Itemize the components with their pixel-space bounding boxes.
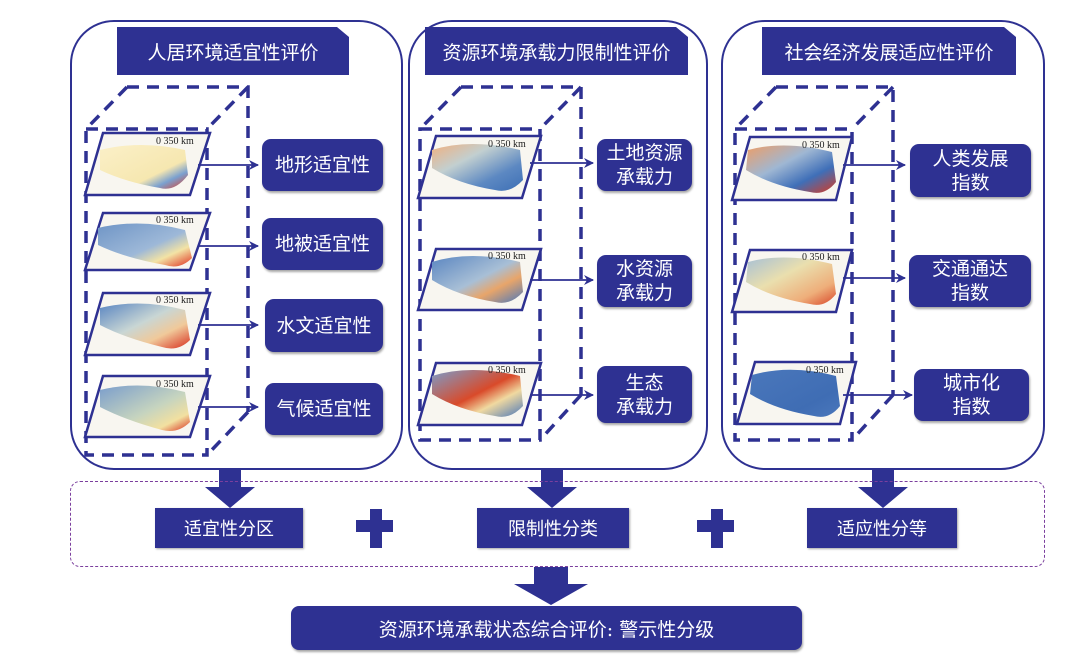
indicator-water-resource-capacity: 水资源 承载力 <box>597 255 692 307</box>
indicator-human-development-index: 人类发展 指数 <box>910 144 1031 197</box>
down-arrows <box>205 468 908 605</box>
panel-title-socioeconomic: 社会经济发展适应性评价 <box>762 27 1016 75</box>
indicator-traffic-accessibility-index: 交通通达 指数 <box>909 255 1031 307</box>
map-scale-label: 0 350 km <box>156 379 194 390</box>
map-water-resource-capacity <box>416 247 543 312</box>
map-scale-label: 0 350 km <box>488 139 526 150</box>
map-scale-label: 0 350 km <box>806 365 844 376</box>
plus-signs <box>356 509 734 548</box>
indicator-urbanization-index: 城市化 指数 <box>914 369 1029 421</box>
indicator-ecological-capacity: 生态 承载力 <box>597 366 692 423</box>
map-scale-label: 0 350 km <box>488 251 526 262</box>
panel-title-resource-capacity: 资源环境承载力限制性评价 <box>425 27 688 75</box>
indicator-climate-suitability: 气候适宜性 <box>265 383 383 435</box>
map-urbanization-index <box>735 360 858 426</box>
indicator-hydrology-suitability: 水文适宜性 <box>265 299 383 352</box>
dashed-cube-3 <box>733 85 895 442</box>
panel-title-human-settlement: 人居环境适宜性评价 <box>117 27 349 75</box>
down-arrow-final <box>514 567 588 605</box>
map-hydrology-suitability <box>83 291 212 357</box>
plus-icon-1 <box>356 509 393 548</box>
plus-icon-2 <box>697 509 734 548</box>
output-suitability-zoning: 适宜性分区 <box>155 508 303 548</box>
dashed-cube-2 <box>418 85 583 442</box>
map-scale-label: 0 350 km <box>156 215 194 226</box>
map-land-resource-capacity <box>416 134 543 200</box>
final-comprehensive-evaluation: 资源环境承载状态综合评价: 警示性分级 <box>291 606 802 650</box>
output-restriction-classification: 限制性分类 <box>477 508 629 548</box>
map-human-development-index <box>730 135 854 202</box>
map-scale-label: 0 350 km <box>156 295 194 306</box>
indicator-terrain-suitability: 地形适宜性 <box>262 139 383 191</box>
map-scale-label: 0 350 km <box>802 140 840 151</box>
map-traffic-accessibility-index <box>730 248 854 314</box>
map-scale-label: 0 350 km <box>488 365 526 376</box>
map-landcover-suitability <box>83 211 212 272</box>
results-group-frame <box>70 481 1045 567</box>
output-adaptability-grading: 适应性分等 <box>807 508 957 548</box>
indicator-landcover-suitability: 地被适宜性 <box>262 218 383 270</box>
indicator-land-resource-capacity: 土地资源 承载力 <box>597 139 692 191</box>
map-scale-label: 0 350 km <box>802 252 840 263</box>
dashed-cube-1 <box>84 85 250 457</box>
down-arrow-3 <box>858 468 908 508</box>
down-arrow-1 <box>205 468 255 508</box>
map-scale-label: 0 350 km <box>156 136 194 147</box>
map-climate-suitability <box>83 374 212 439</box>
map-terrain-suitability <box>83 131 212 197</box>
down-arrow-2 <box>527 468 577 508</box>
map-ecological-capacity <box>416 361 543 427</box>
